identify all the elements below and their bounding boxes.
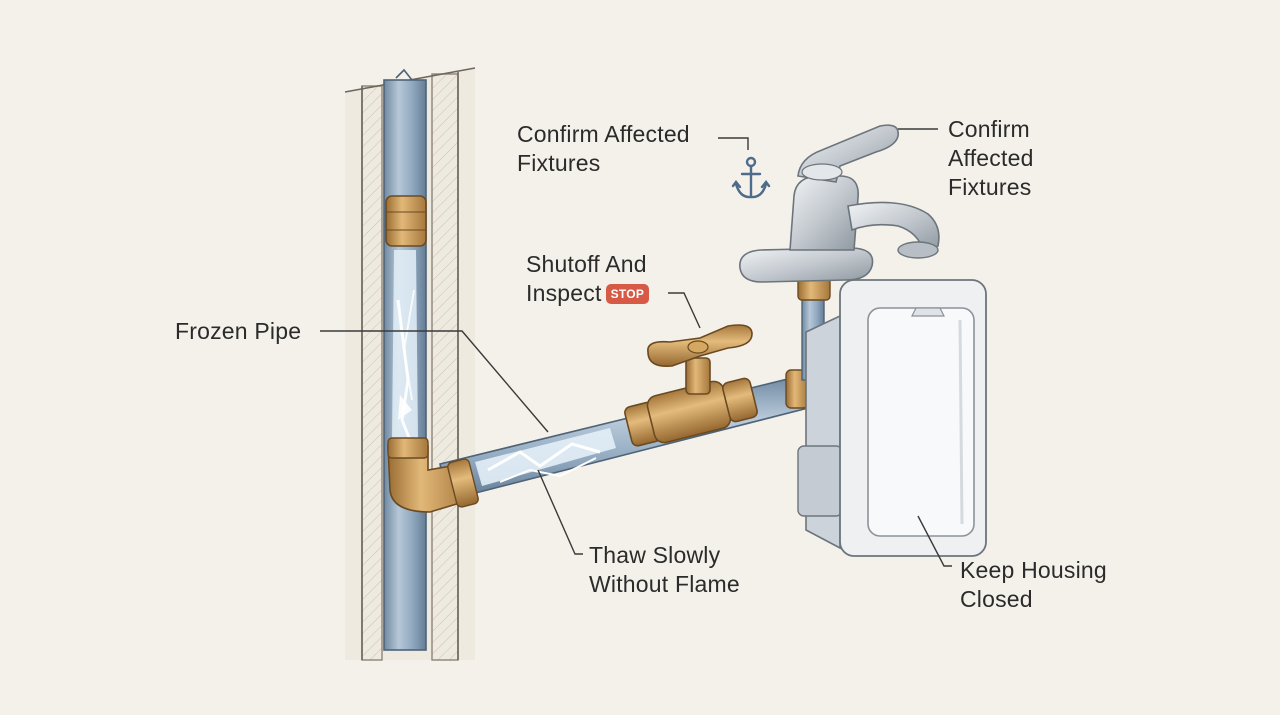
leader-frozen-pipe-horizontal	[410, 330, 549, 433]
label-confirm-left-line-1: Confirm Affected	[517, 121, 690, 147]
shutoff-valve	[624, 324, 758, 447]
label-thaw-slowly: Thaw Slowly Without Flame	[589, 541, 740, 599]
leader-shutoff	[668, 292, 701, 329]
label-keep-line-1: Keep Housing	[960, 557, 1107, 583]
leader-keep-housing	[917, 515, 952, 567]
leader-thaw-slowly	[537, 469, 583, 555]
label-frozen-pipe: Frozen Pipe	[175, 317, 301, 346]
label-thaw-line-1: Thaw Slowly	[589, 542, 721, 568]
leader-lines	[320, 128, 952, 567]
label-confirm-right-line-3: Fixtures	[948, 174, 1032, 200]
label-shutoff-line-1: Shutoff And	[526, 251, 647, 277]
valve-housing	[797, 279, 987, 557]
vertical-pipe	[383, 68, 427, 651]
label-keep-housing-closed: Keep Housing Closed	[960, 556, 1107, 614]
label-confirm-right-line-2: Affected	[948, 145, 1034, 171]
label-inspect-text: Inspect	[526, 280, 602, 306]
leader-confirm-left	[718, 137, 749, 150]
label-confirm-right-line-1: Confirm	[948, 116, 1030, 142]
label-confirm-left-line-2: Fixtures	[517, 150, 601, 176]
label-confirm-fixtures-right: Confirm Affected Fixtures	[948, 115, 1034, 202]
anchor-icon	[731, 156, 771, 199]
label-frozen-pipe-text: Frozen Pipe	[175, 318, 302, 344]
label-confirm-fixtures-left: Confirm Affected Fixtures	[517, 120, 690, 178]
label-keep-line-2: Closed	[960, 586, 1033, 612]
housing-cover	[867, 307, 975, 537]
upper-coupling	[385, 195, 427, 247]
faucet	[739, 124, 940, 283]
stop-sign-icon: STOP	[605, 284, 650, 304]
elbow-fitting	[387, 437, 479, 513]
label-thaw-line-2: Without Flame	[589, 571, 740, 597]
